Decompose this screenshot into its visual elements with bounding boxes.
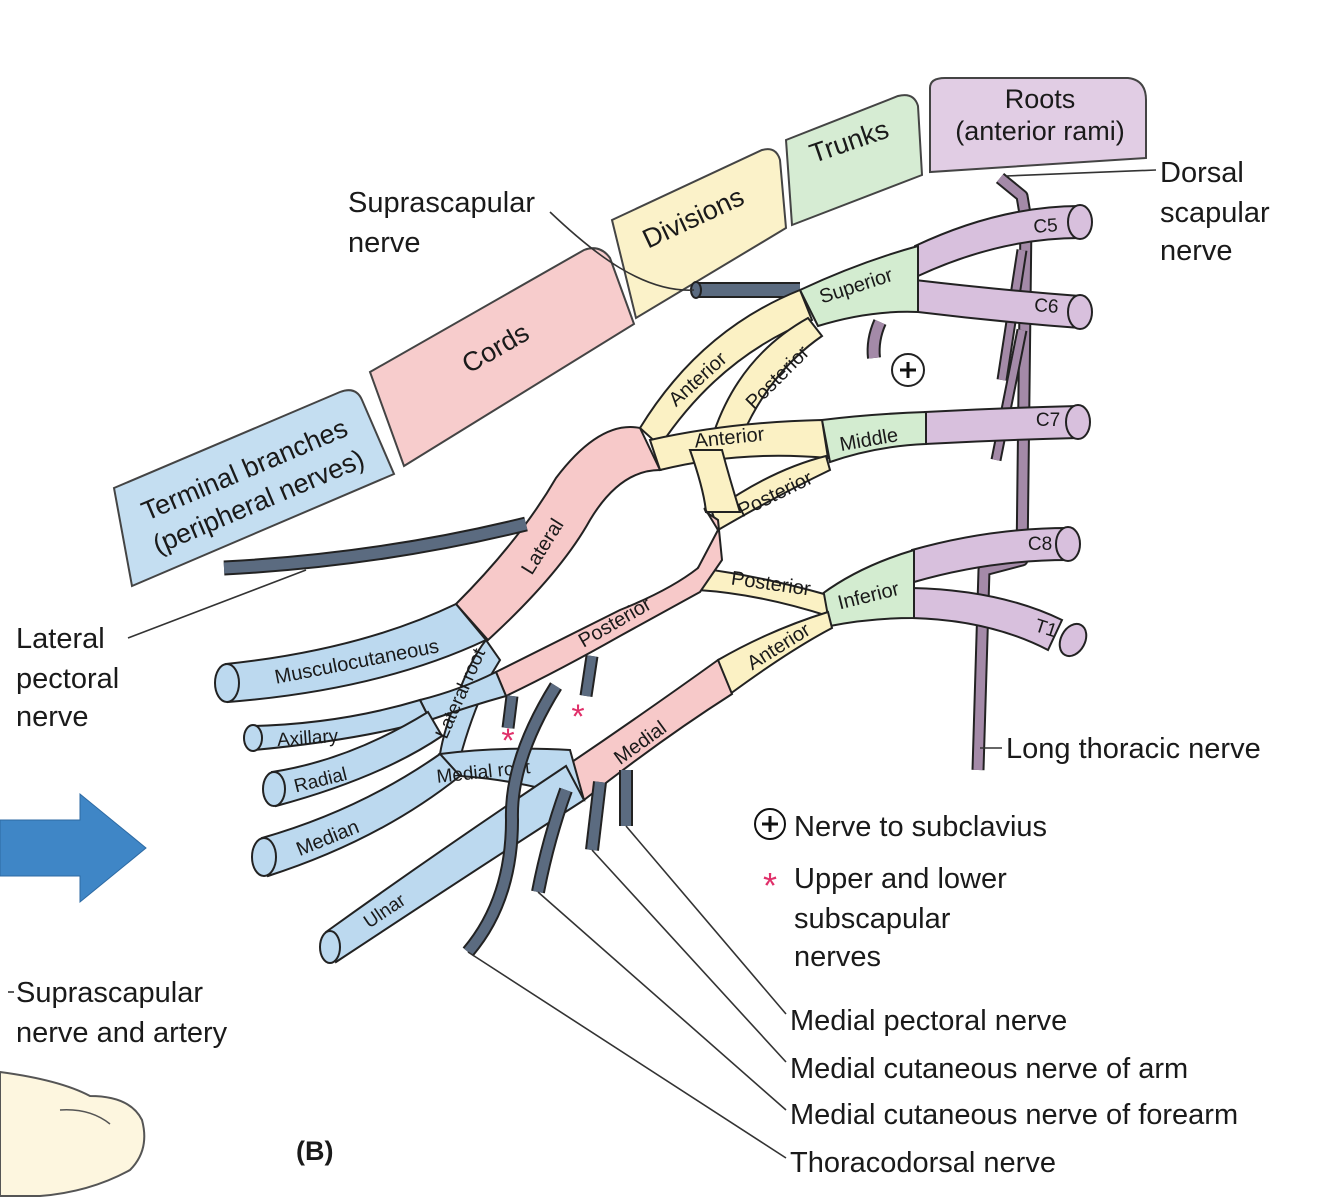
terminal-axillary-label: Axillary bbox=[276, 726, 339, 751]
cords: Lateral Posterior Medial bbox=[454, 426, 734, 802]
header-trunks: Trunks bbox=[784, 94, 924, 227]
annotation-suprascapular-artery-line2: nerve and artery bbox=[16, 1017, 228, 1049]
annotation-long-thoracic: Long thoracic nerve bbox=[1006, 733, 1261, 765]
header-roots: Roots (anterior rami) bbox=[929, 77, 1147, 174]
annotation-suprascapular-line2: nerve bbox=[348, 227, 421, 259]
annotation-medial-cutaneous-arm: Medial cutaneous nerve of arm bbox=[790, 1053, 1188, 1085]
nerve-to-subclavius-stub bbox=[866, 319, 925, 387]
long-thoracic-nerve-trunk bbox=[971, 172, 1033, 771]
legend-subclavius-label: Nerve to subclavius bbox=[794, 811, 1047, 843]
annotation-dorsal-scapular-line1: Dorsal bbox=[1160, 157, 1244, 189]
root-c7-label: C7 bbox=[1036, 410, 1060, 431]
root-c8-label: C8 bbox=[1028, 534, 1052, 555]
header-roots-line1: Roots bbox=[1005, 84, 1076, 114]
panel-label: (B) bbox=[296, 1136, 333, 1166]
legend-subscapular-line3: nerves bbox=[794, 941, 881, 973]
legend-subscapular-line1: Upper and lower bbox=[794, 863, 1007, 895]
legend-subscapular-line2: subscapular bbox=[794, 903, 951, 935]
direction-arrow bbox=[0, 792, 147, 904]
subscapular-stars: * * bbox=[501, 698, 584, 760]
annotations: Suprascapular nerve Dorsal scapular nerv… bbox=[16, 157, 1270, 1179]
annotation-lateral-pectoral-line2: pectoral bbox=[16, 663, 119, 695]
branch-nerves bbox=[462, 655, 633, 957]
star-icon: * bbox=[501, 722, 514, 760]
scapula-fragment bbox=[0, 1070, 146, 1197]
suprascapular-nerve bbox=[690, 281, 800, 299]
legend: Nerve to subclavius * Upper and lower su… bbox=[754, 808, 1047, 973]
annotation-suprascapular-artery-line1: Suprascapular bbox=[16, 977, 203, 1009]
divisions: Anterior Posterior Anterior Posterior Po… bbox=[638, 288, 834, 696]
leader-lines bbox=[8, 169, 1157, 1159]
annotation-dorsal-scapular-line3: nerve bbox=[1160, 235, 1233, 267]
root-c6-label: C6 bbox=[1034, 295, 1060, 318]
annotation-medial-pectoral: Medial pectoral nerve bbox=[790, 1005, 1067, 1037]
header-roots-line2: (anterior rami) bbox=[955, 116, 1125, 146]
annotation-lateral-pectoral-line3: nerve bbox=[16, 701, 89, 733]
annotation-lateral-pectoral-line1: Lateral bbox=[16, 623, 105, 655]
annotation-suprascapular-line1: Suprascapular bbox=[348, 187, 535, 219]
header-terminal: Terminal branches (peripheral nerves) bbox=[112, 389, 396, 588]
annotation-dorsal-scapular-line2: scapular bbox=[1160, 197, 1270, 229]
annotation-medial-cutaneous-forearm: Medial cutaneous nerve of forearm bbox=[790, 1099, 1238, 1131]
star-icon: * bbox=[571, 698, 584, 736]
star-icon: * bbox=[763, 865, 777, 906]
annotation-thoracodorsal: Thoracodorsal nerve bbox=[790, 1147, 1056, 1179]
root-c5-label: C5 bbox=[1033, 215, 1059, 238]
roots: C5 C6 C7 C8 T1 bbox=[910, 204, 1093, 658]
header-cords: Cords bbox=[368, 247, 636, 468]
lateral-pectoral-nerve bbox=[223, 516, 528, 576]
